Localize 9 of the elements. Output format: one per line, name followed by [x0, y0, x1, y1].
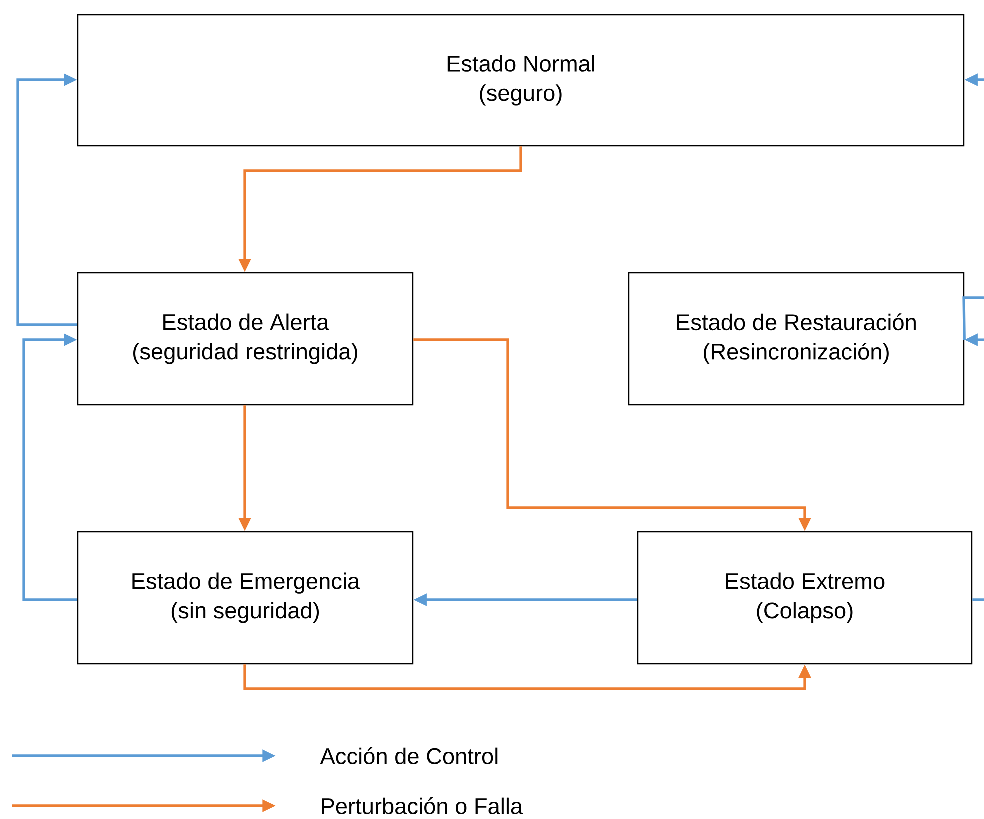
legend-text: Perturbación o Falla	[322, 798, 524, 814]
legend-text: Acción de Control	[320, 748, 498, 764]
state-box: Estado Normal (seguro)	[77, 14, 965, 147]
state-box: Estado de Alerta (seguridad restringida)	[77, 272, 414, 406]
state-box: Estado Extremo (Colapso)	[637, 531, 973, 665]
state-box: Estado de Emergencia (sin seguridad)	[77, 531, 414, 665]
arrow	[22, 334, 78, 602]
arrow	[16, 74, 78, 326]
state-box: Estado de Restauración (Resincronización)	[628, 272, 965, 406]
